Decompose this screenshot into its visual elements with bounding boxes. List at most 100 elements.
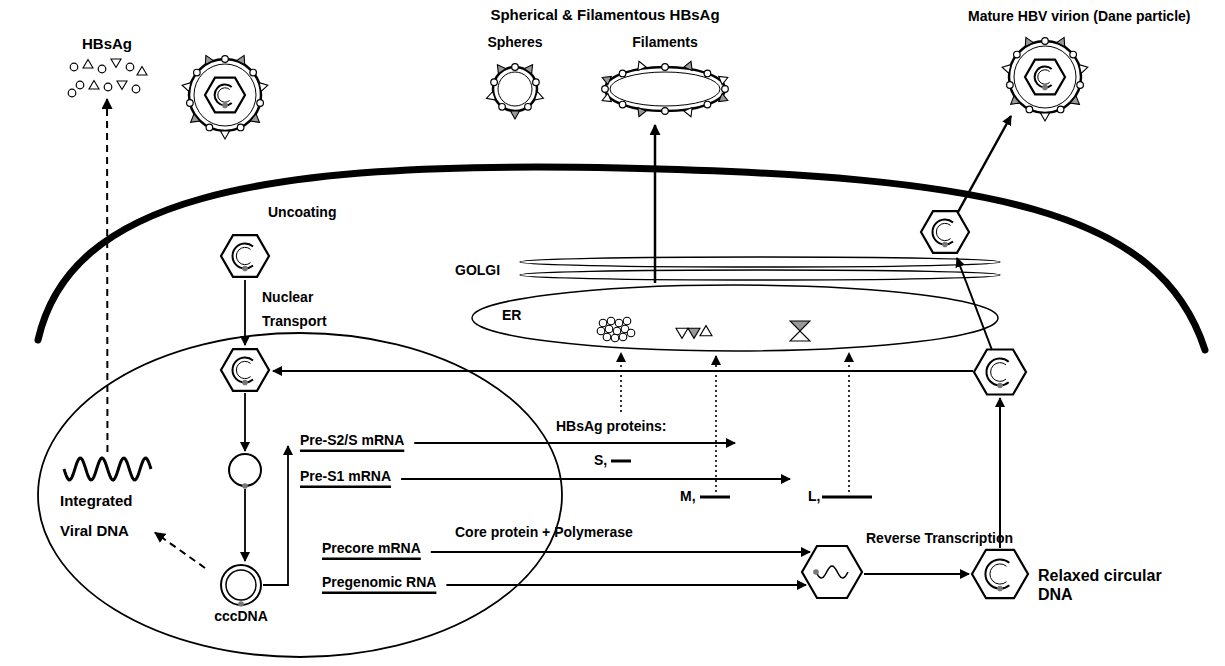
envelope-inner [1014,46,1076,108]
process-arrow [864,573,969,575]
surface-protein-triangle [250,114,259,123]
s-protein-dot [194,69,201,76]
s-protein-dot [722,85,729,92]
s-protein-dot [206,124,213,131]
process-arrow [446,584,806,586]
envelope-inner [498,72,532,106]
integrated-dna-wave [64,458,151,480]
envelope-outline [605,67,725,111]
hbsag-particles: HBsAg [66,35,148,99]
surface-protein-triangle [700,326,712,336]
l-protein-hourglass [790,331,810,341]
group-heading: Spherical & Filamentous HBsAg [440,6,770,24]
cccdna-node: cccDNA [205,562,277,625]
viral-dna-arc [991,363,1006,382]
surface-protein-triangle [137,67,147,76]
s-protein-dot [605,325,613,333]
filament-particle: Filaments [590,34,740,121]
er-outline [472,285,998,351]
annotation-label: S, [594,452,607,469]
node-label: Filaments [590,34,740,51]
transcript-underline [322,558,421,561]
s-protein-dot [1007,82,1014,89]
process-arrow [414,442,735,444]
surface-protein-triangle [524,64,532,73]
surface-protein-triangle [259,83,268,92]
annotation-label: HBsAg proteins: [556,418,666,435]
surface-protein-triangle [117,81,127,90]
s-protein-dot [613,327,621,335]
annotation-label: L, [808,488,820,505]
surface-protein-triangle [1011,96,1020,105]
hbs-picture [66,55,148,99]
s-protein-dot [602,85,609,92]
node-label: cccDNA [205,608,277,625]
process-arrow [958,116,1011,212]
surface-protein-triangle [487,91,496,100]
surface-protein-triangle [1025,37,1033,46]
polymerase-dot [997,383,1003,389]
cccdna-circle [226,570,256,600]
s-protein-dot [187,100,194,107]
surface-protein-triangle [497,64,505,73]
envelope-outline [1009,41,1081,113]
surface-protein-triangle [684,107,692,116]
polymerase-dot [942,242,948,248]
process-arrow [273,370,973,372]
process-arrow [244,489,246,561]
annotation-label: Uncoating [268,204,336,221]
surface-protein-triangle [191,114,200,123]
surface-protein-triangle [719,93,728,101]
viral-dna-arc [218,88,230,102]
immature-capsid [802,546,862,598]
transcript-underline [322,592,436,595]
wave-picture [60,452,155,486]
capsid-hexagon [205,78,245,113]
surface-protein-triangle [111,59,121,68]
surface-protein-triangle [676,328,688,338]
polymerase-dot [238,601,244,607]
surface-protein-triangle [511,111,520,119]
s-protein-dot [70,63,78,71]
s-protein-dot [619,70,626,77]
annotation-label: Nuclear Transport [262,285,350,333]
protein-bar [611,460,631,463]
protein-bar [822,496,872,499]
surface-protein-triangle [1002,64,1011,73]
s-protein-dot [704,70,711,77]
dane-picture [995,27,1095,127]
s-protein-dot [662,63,669,70]
viral-dna-arc [215,85,232,106]
s-protein-dot [623,317,631,325]
dane-particle: Mature HBV virion (Dane particle) [968,8,1191,127]
polymerase-dot [242,380,248,386]
surface-protein-triangle [719,76,728,84]
annotation-label: Core protein + Polymerase [455,524,633,541]
s-protein-dot [76,81,84,89]
protein-bar [700,496,730,499]
s-protein-dot [615,319,623,327]
s-protein-dot [1042,37,1049,44]
node-label: ER [502,307,521,324]
viral-dna-arc [1038,70,1050,84]
capsid-hexagon [1025,59,1065,94]
surface-protein-triangle [638,61,646,70]
transcript-underline [300,450,404,453]
s-protein-dot [704,101,711,108]
s-protein-dot [1077,82,1084,89]
s-protein-dot [1026,106,1033,113]
polymerase-dot [1042,84,1048,90]
surface-protein-triangle [688,328,700,338]
viral-dna-arc [985,559,1009,588]
node-label: Mature HBV virion (Dane particle) [968,8,1191,25]
annotation-label: Pre-S1 mRNA [300,468,391,485]
nucleus-outline [38,333,562,657]
node-label: Integrated Viral DNA [60,486,155,546]
polymerase-dot [813,569,819,575]
particle-group: SpheresFilamentsSpherical & Filamentous … [440,6,770,125]
s-protein-dot [68,89,76,97]
capsid-hexagon [221,235,269,277]
node-label: HBsAg [66,35,148,53]
flow-arrow [155,533,205,568]
viral-dna-arc [233,244,254,269]
